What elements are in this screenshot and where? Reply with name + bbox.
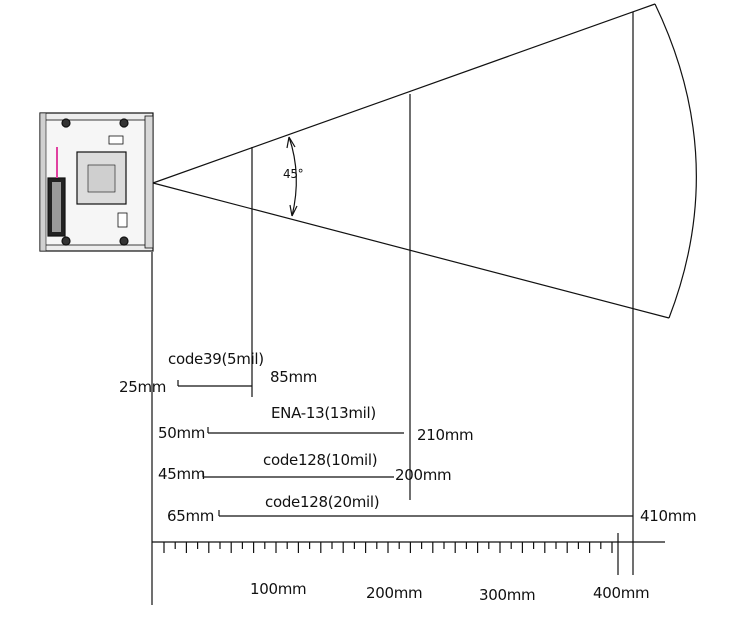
code-label-code128-20: code128(20mil)	[265, 493, 380, 511]
ruler-ticks	[163, 542, 613, 553]
scan-field-lower-edge	[152, 182, 670, 319]
axis-tick-label-100: 100mm	[250, 580, 307, 598]
far-distance-ena13: 210mm	[417, 426, 474, 444]
scan-field-arc	[654, 3, 697, 319]
scanner-device	[39, 112, 154, 252]
code-label-ena13: ENA-13(13mil)	[271, 404, 376, 422]
code-label-code128-10: code128(10mil)	[263, 451, 378, 469]
code-label-code39: code39(5mil)	[168, 350, 264, 368]
axis-tick-label-400: 400mm	[593, 584, 650, 602]
range-bars	[177, 380, 633, 517]
near-distance-ena13: 50mm	[158, 424, 206, 442]
angle-label: 45°	[283, 167, 304, 181]
axis-tick-label-300: 300mm	[479, 586, 536, 604]
scan-field-upper-edge	[152, 3, 656, 184]
far-distance-code128-20: 410mm	[640, 507, 697, 525]
depth-markers	[151, 12, 634, 605]
axis-tick-label-200: 200mm	[366, 584, 423, 602]
scan-field	[152, 3, 697, 319]
near-distance-code128-10: 45mm	[158, 465, 206, 483]
near-distance-code39: 25mm	[119, 378, 167, 396]
angle-arc	[288, 136, 297, 217]
near-distance-code128-20: 65mm	[167, 507, 215, 525]
far-distance-code39: 85mm	[270, 368, 318, 386]
far-distance-code128-10: 200mm	[395, 466, 452, 484]
ruler-axis	[152, 533, 665, 575]
